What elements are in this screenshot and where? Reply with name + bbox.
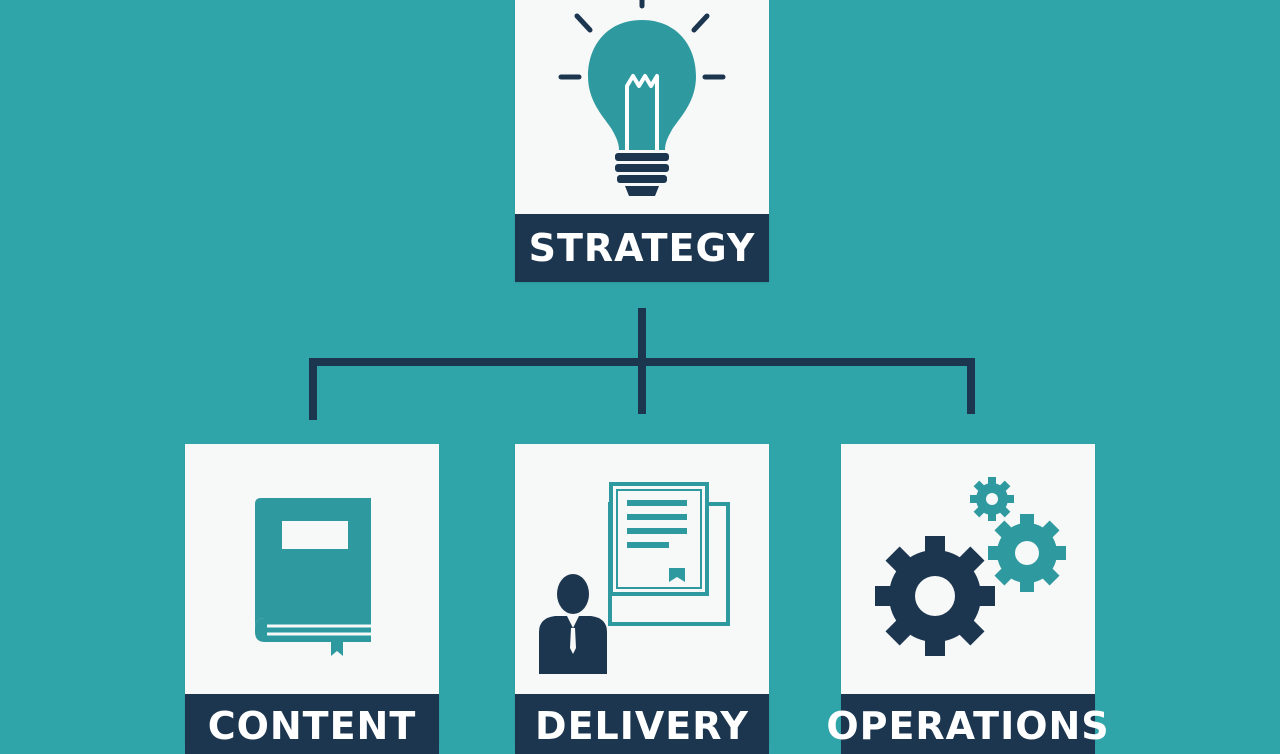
content-node: CONTENT xyxy=(185,444,439,754)
document-person-icon xyxy=(539,482,730,674)
gears-icon xyxy=(875,477,1066,656)
delivery-node: DELIVERY xyxy=(515,444,769,754)
content-label: CONTENT xyxy=(185,694,439,754)
operations-node: OPERATIONS xyxy=(826,444,1109,754)
strategy-label: STRATEGY xyxy=(515,214,769,282)
hierarchy-connector xyxy=(309,308,975,420)
lightbulb-icon xyxy=(558,0,726,196)
strategy-node: STRATEGY xyxy=(515,0,769,282)
operations-label: OPERATIONS xyxy=(826,694,1109,754)
delivery-label: DELIVERY xyxy=(515,694,769,754)
book-icon xyxy=(255,498,371,656)
